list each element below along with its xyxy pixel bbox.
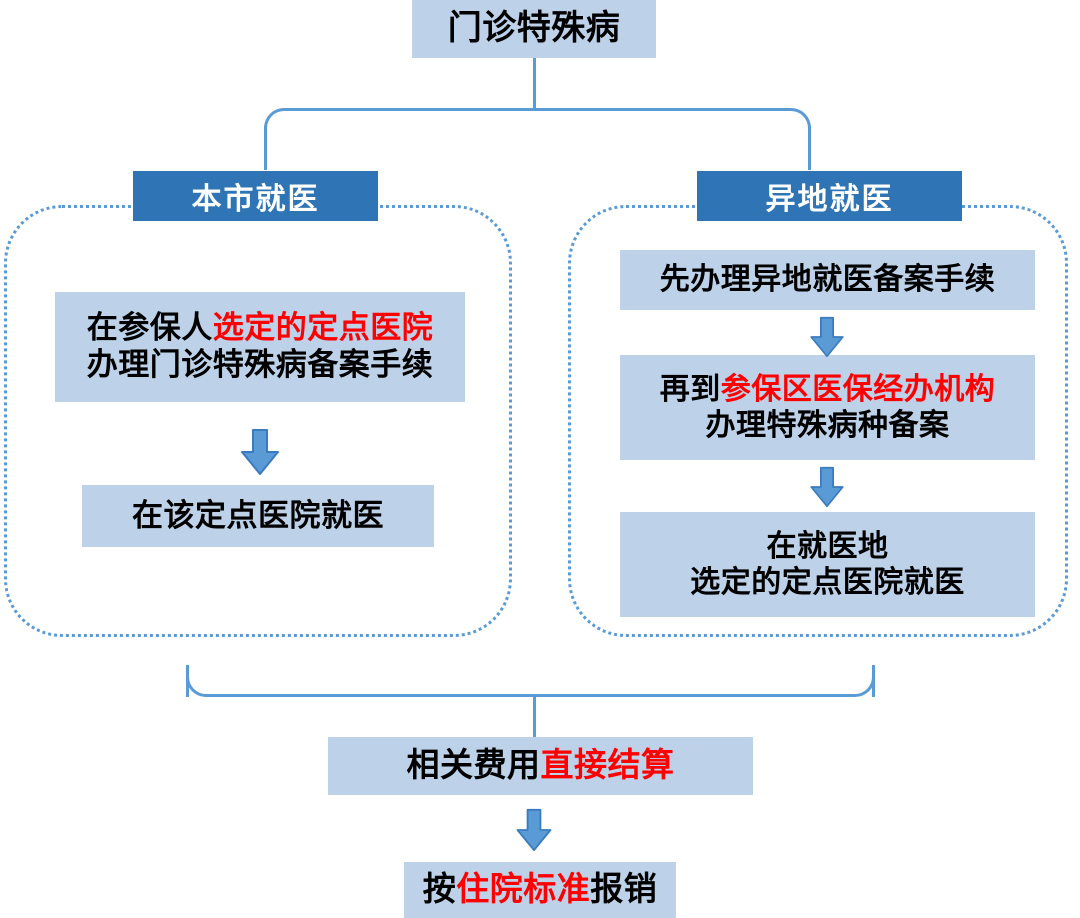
remote-step-1: 先办理异地就医备案手续	[620, 250, 1035, 310]
branch-header-local-label: 本市就医	[191, 183, 320, 216]
outcome-reimbursement-suffix: 报销	[590, 871, 658, 908]
branch-header-local: 本市就医	[133, 171, 378, 221]
connector-top-right-drop	[808, 126, 811, 170]
outcome-settlement-prefix: 相关费用	[406, 747, 541, 784]
local-step-1: 在参保人选定的定点医院 办理门诊特殊病备案手续	[55, 292, 465, 402]
connector-bottom-stem	[533, 694, 536, 740]
down-arrow-icon	[515, 808, 553, 852]
connector-top-left-rail	[284, 108, 536, 111]
down-arrow-icon	[808, 316, 846, 358]
connector-top-right-rail	[533, 108, 791, 111]
root-node-label: 门诊特殊病	[447, 9, 621, 47]
outcome-settlement: 相关费用直接结算	[328, 737, 753, 795]
local-step-2-line-1: 在该定点医院就医	[132, 497, 384, 533]
remote-step-2-line-2: 办理特殊病种备案	[705, 408, 950, 442]
down-arrow-icon	[808, 466, 846, 508]
outcome-reimbursement-line: 按住院标准报销	[423, 871, 658, 910]
connector-top-left-drop	[264, 126, 267, 170]
connector-top-left-elbow	[264, 108, 286, 130]
remote-step-3-line-2: 选定的定点医院就医	[690, 565, 965, 599]
connector-bottom-right-riser	[872, 665, 875, 697]
remote-step-2-line-1: 再到参保区医保经办机构	[660, 372, 996, 407]
remote-step-2-line-1-highlight: 参保区医保经办机构	[720, 373, 996, 407]
local-step-1-line-1-highlight: 选定的定点医院	[212, 310, 434, 346]
outcome-settlement-line: 相关费用直接结算	[407, 747, 675, 786]
connector-root-stem	[533, 58, 536, 110]
local-step-2: 在该定点医院就医	[82, 485, 434, 547]
remote-step-2: 再到参保区医保经办机构 办理特殊病种备案	[620, 355, 1035, 460]
local-step-1-line-2: 办理门诊特殊病备案手续	[86, 347, 434, 382]
remote-step-1-line-1: 先办理异地就医备案手续	[659, 263, 996, 297]
group-remote-treatment	[568, 205, 1068, 637]
outcome-reimbursement: 按住院标准报销	[404, 862, 676, 918]
root-node: 门诊特殊病	[412, 0, 656, 58]
branch-header-remote: 异地就医	[697, 171, 962, 221]
outcome-reimbursement-prefix: 按	[422, 871, 457, 908]
connector-bottom-rail	[205, 694, 855, 697]
down-arrow-icon	[240, 428, 280, 476]
outcome-reimbursement-highlight: 住院标准	[456, 871, 591, 908]
remote-step-2-line-1-prefix: 再到	[659, 373, 721, 407]
local-step-1-line-1: 在参保人选定的定点医院	[87, 310, 434, 347]
local-step-1-line-1-prefix: 在参保人	[86, 310, 213, 346]
branch-header-remote-label: 异地就医	[765, 183, 894, 216]
group-local-treatment	[4, 205, 512, 637]
outcome-settlement-highlight: 直接结算	[540, 747, 675, 784]
remote-step-3-line-1: 在就医地	[766, 530, 889, 564]
remote-step-3: 在就医地 选定的定点医院就医	[620, 512, 1035, 617]
